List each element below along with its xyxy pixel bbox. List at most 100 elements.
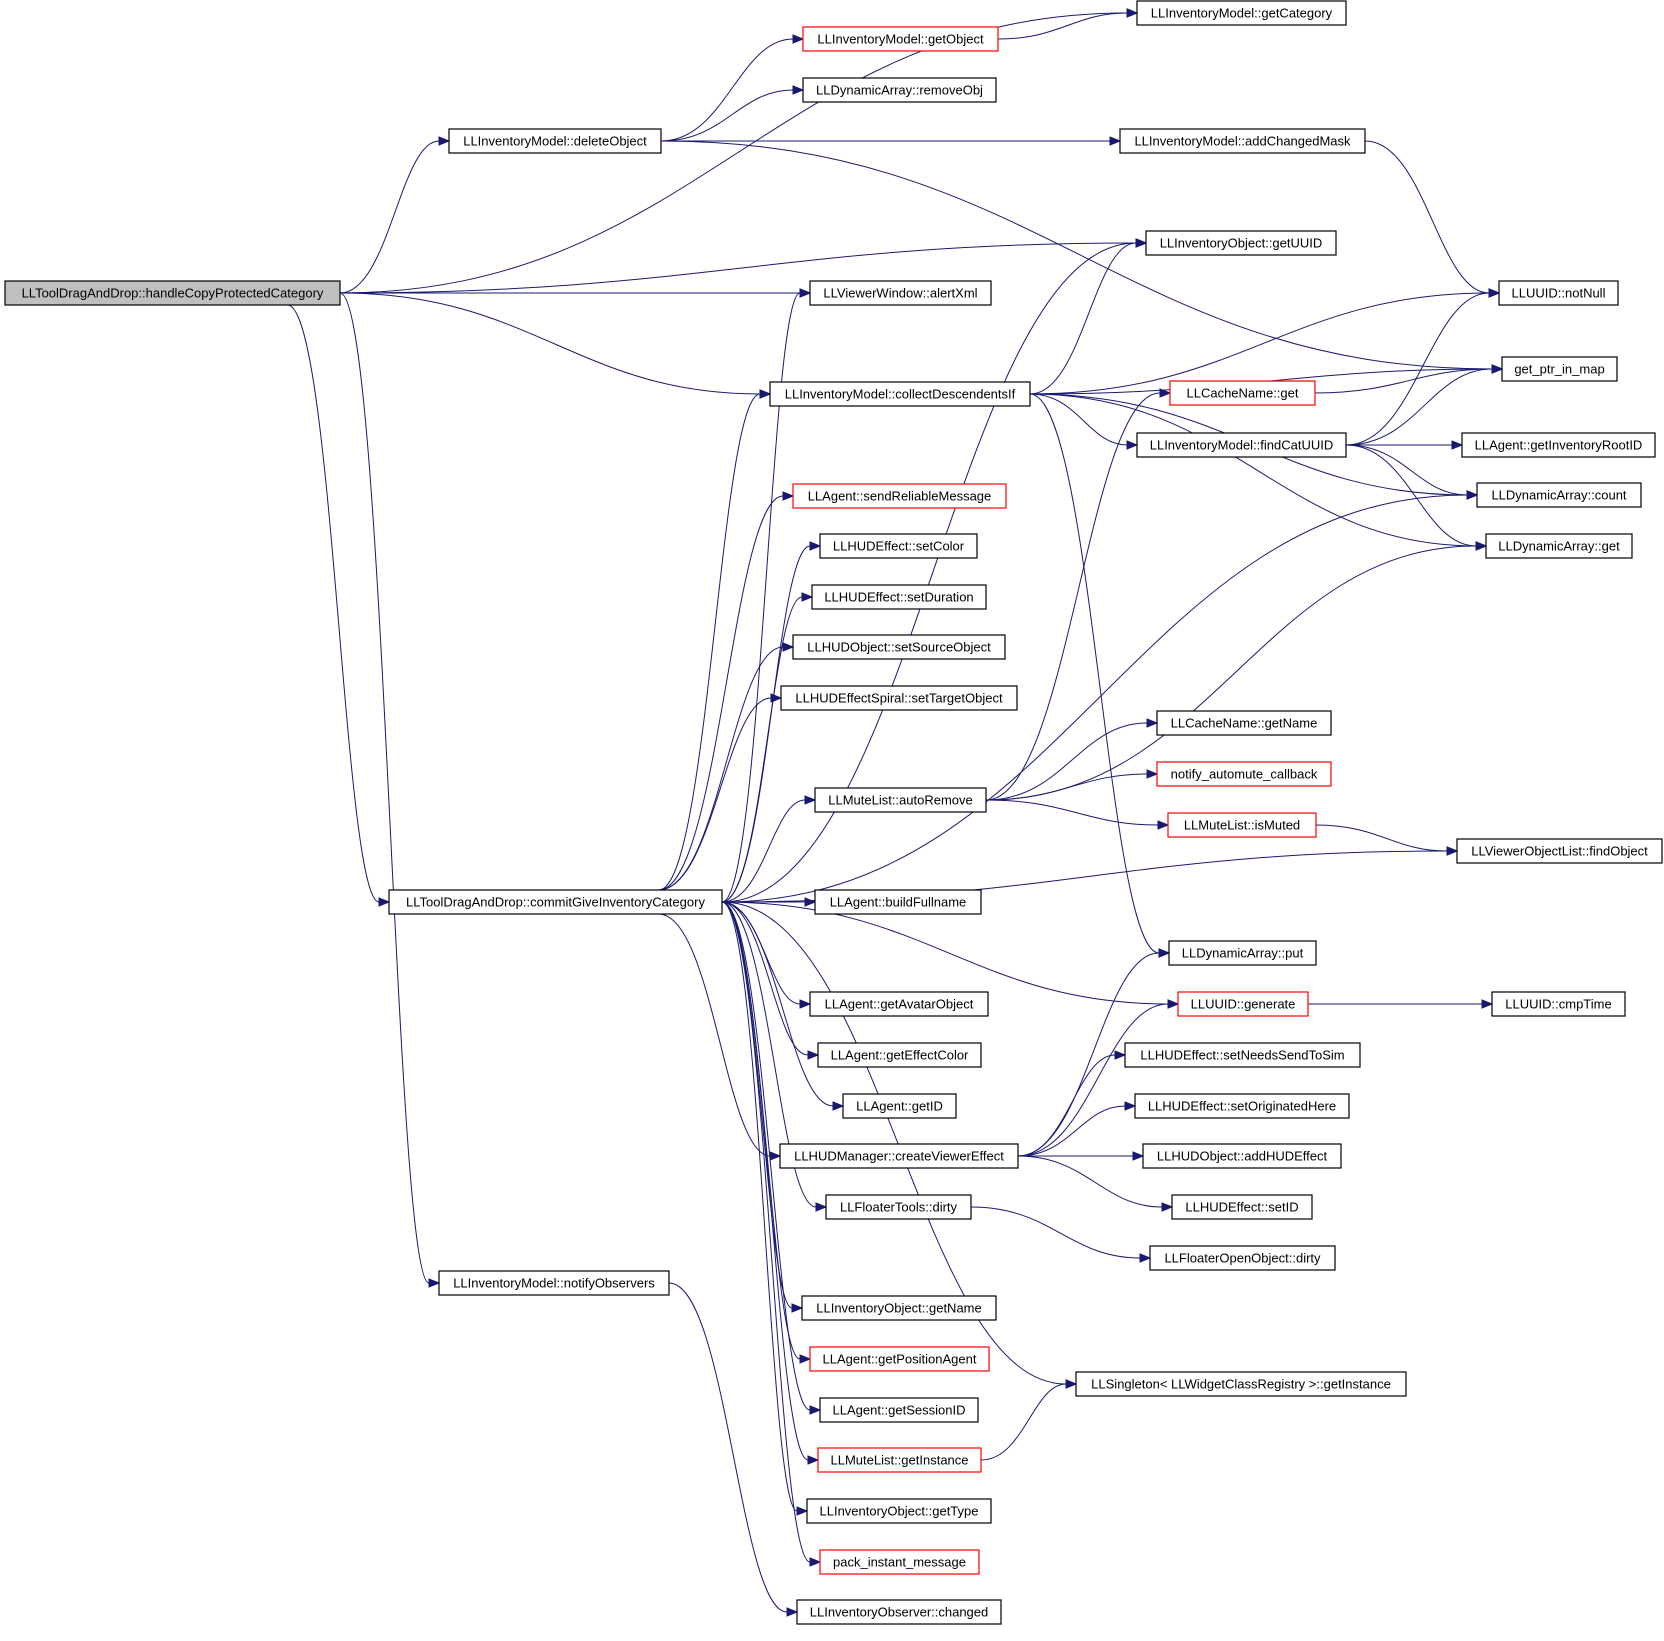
graph-node-getPositionAgent[interactable]: LLAgent::getPositionAgent bbox=[809, 1346, 990, 1372]
arrowhead-commitGive-to-collectDescendentsIf bbox=[759, 389, 772, 399]
node-label: LLAgent::getInventoryRootID bbox=[1475, 438, 1643, 453]
node-label: LLHUDEffect::setColor bbox=[833, 539, 965, 554]
graph-node-packInstantMessage[interactable]: pack_instant_message bbox=[819, 1549, 980, 1575]
node-label: LLUUID::cmpTime bbox=[1505, 997, 1611, 1012]
arrowhead-generate-to-cmpTime bbox=[1481, 999, 1494, 1009]
node-label: LLAgent::getSessionID bbox=[833, 1403, 966, 1418]
graph-node-getInventoryRootID[interactable]: LLAgent::getInventoryRootID bbox=[1461, 432, 1656, 458]
node-label: LLInventoryObject::getName bbox=[816, 1301, 981, 1316]
graph-node-setOriginatedHere[interactable]: LLHUDEffect::setOriginatedHere bbox=[1134, 1093, 1350, 1119]
graph-node-daGet[interactable]: LLDynamicArray::get bbox=[1485, 533, 1633, 559]
graph-node-collectDescendentsIf[interactable]: LLInventoryModel::collectDescendentsIf bbox=[769, 381, 1031, 407]
node-box bbox=[1456, 838, 1663, 864]
graph-node-findObject[interactable]: LLViewerObjectList::findObject bbox=[1456, 838, 1663, 864]
graph-node-daCount[interactable]: LLDynamicArray::count bbox=[1476, 482, 1642, 508]
graph-node-observerChanged[interactable]: LLInventoryObserver::changed bbox=[796, 1599, 1002, 1625]
arrowhead-findCatUUID-to-notNull bbox=[1488, 288, 1501, 298]
graph-node-getSessionID[interactable]: LLAgent::getSessionID bbox=[819, 1397, 979, 1423]
graph-node-muteGetInstance[interactable]: LLMuteList::getInstance bbox=[817, 1447, 982, 1473]
node-box bbox=[1501, 356, 1618, 382]
graph-node-setColor[interactable]: LLHUDEffect::setColor bbox=[819, 533, 978, 559]
graph-node-createViewerEffect[interactable]: LLHUDManager::createViewerEffect bbox=[779, 1143, 1019, 1169]
edge-collectDescendentsIf-to-notNull bbox=[1029, 292, 1490, 395]
edge-deleteObject-to-getPtrInMap bbox=[660, 140, 1493, 370]
edge-createViewerEffect-to-setOriginatedHere bbox=[1017, 1105, 1126, 1157]
graph-node-singletonGetInstance[interactable]: LLSingleton< LLWidgetClassRegistry >::ge… bbox=[1075, 1371, 1407, 1397]
graph-node-generate[interactable]: LLUUID::generate bbox=[1177, 991, 1309, 1017]
graph-node-setDuration[interactable]: LLHUDEffect::setDuration bbox=[811, 584, 987, 610]
edge-notifyObservers-to-observerChanged bbox=[668, 1282, 788, 1613]
arrowhead-createViewerEffect-to-daPut bbox=[1158, 948, 1171, 958]
graph-node-commitGive[interactable]: LLToolDragAndDrop::commitGiveInventoryCa… bbox=[388, 889, 723, 915]
graph-node-sendReliableMessage[interactable]: LLAgent::sendReliableMessage bbox=[792, 483, 1007, 509]
arrowhead-root-to-deleteObject bbox=[438, 136, 451, 146]
arrowhead-autoRemove-to-isMuted bbox=[1157, 820, 1170, 830]
graph-node-deleteObject[interactable]: LLInventoryModel::deleteObject bbox=[448, 128, 662, 154]
graph-node-notifyObservers[interactable]: LLInventoryModel::notifyObservers bbox=[438, 1270, 670, 1296]
node-label: LLAgent::sendReliableMessage bbox=[808, 489, 992, 504]
graph-node-setSourceObject[interactable]: LLHUDObject::setSourceObject bbox=[792, 634, 1006, 660]
graph-node-getEffectColor[interactable]: LLAgent::getEffectColor bbox=[817, 1042, 982, 1068]
node-box bbox=[1145, 230, 1337, 256]
arrowhead-commitGive-to-setColor bbox=[809, 541, 822, 551]
graph-node-agentGetID[interactable]: LLAgent::getID bbox=[842, 1093, 957, 1119]
graph-node-hudSetID[interactable]: LLHUDEffect::setID bbox=[1171, 1194, 1313, 1220]
edge-findCatUUID-to-getPtrInMap bbox=[1345, 368, 1493, 446]
node-label: LLFloaterTools::dirty bbox=[840, 1200, 958, 1215]
graph-node-getCategory[interactable]: LLInventoryModel::getCategory bbox=[1136, 0, 1347, 26]
graph-node-findCatUUID[interactable]: LLInventoryModel::findCatUUID bbox=[1136, 432, 1347, 458]
graph-node-getPtrInMap[interactable]: get_ptr_in_map bbox=[1501, 356, 1618, 382]
arrowhead-commitGive-to-sendReliableMessage bbox=[782, 491, 795, 501]
graph-node-cacheGet[interactable]: LLCacheName::get bbox=[1169, 380, 1316, 406]
node-box bbox=[809, 991, 989, 1017]
graph-node-invGetType[interactable]: LLInventoryObject::getType bbox=[806, 1498, 992, 1524]
graph-node-notifyAutomute[interactable]: notify_automute_callback bbox=[1156, 761, 1332, 787]
node-label: get_ptr_in_map bbox=[1514, 362, 1604, 377]
node-label: LLAgent::getAvatarObject bbox=[825, 997, 974, 1012]
graph-node-removeObj[interactable]: LLDynamicArray::removeObj bbox=[802, 77, 997, 103]
edge-root-to-commitGive bbox=[287, 304, 380, 903]
node-label: LLViewerWindow::alertXml bbox=[823, 286, 977, 301]
node-label: LLHUDObject::setSourceObject bbox=[807, 640, 991, 655]
graph-node-daPut[interactable]: LLDynamicArray::put bbox=[1168, 940, 1317, 966]
graph-node-getUUID[interactable]: LLInventoryObject::getUUID bbox=[1145, 230, 1337, 256]
node-box bbox=[4, 280, 341, 306]
edge-root-to-notifyObservers bbox=[339, 292, 430, 1284]
graph-node-isMuted[interactable]: LLMuteList::isMuted bbox=[1167, 812, 1317, 838]
graph-node-buildFullname[interactable]: LLAgent::buildFullname bbox=[814, 889, 982, 915]
graph-node-alertXml[interactable]: LLViewerWindow::alertXml bbox=[809, 280, 992, 306]
node-box bbox=[806, 1498, 992, 1524]
graph-node-floaterOpenObjectDirty[interactable]: LLFloaterOpenObject::dirty bbox=[1149, 1245, 1336, 1271]
node-box bbox=[1476, 482, 1642, 508]
node-label: LLSingleton< LLWidgetClassRegistry >::ge… bbox=[1091, 1377, 1391, 1392]
graph-node-getAvatarObject[interactable]: LLAgent::getAvatarObject bbox=[809, 991, 989, 1017]
node-box bbox=[1124, 1042, 1361, 1068]
arrowhead-commitGive-to-invGetType bbox=[796, 1506, 809, 1516]
graph-node-floaterToolsDirty[interactable]: LLFloaterTools::dirty bbox=[825, 1194, 972, 1220]
node-box bbox=[792, 634, 1006, 660]
arrowhead-commitGive-to-findObject bbox=[1446, 846, 1459, 856]
edge-addChangedMask-to-notNull bbox=[1364, 140, 1490, 294]
edge-autoRemove-to-cacheGet bbox=[985, 392, 1161, 801]
graph-node-cmpTime[interactable]: LLUUID::cmpTime bbox=[1491, 991, 1626, 1017]
arrowhead-commitGive-to-getAvatarObject bbox=[799, 999, 812, 1009]
graph-node-cacheGetName[interactable]: LLCacheName::getName bbox=[1156, 710, 1332, 736]
node-box bbox=[819, 1549, 980, 1575]
graph-node-setTargetObject[interactable]: LLHUDEffectSpiral::setTargetObject bbox=[780, 685, 1018, 711]
edge-commitGive-to-singletonGetInstance bbox=[721, 901, 1067, 1385]
graph-node-getObject[interactable]: LLInventoryModel::getObject bbox=[802, 26, 999, 52]
node-box bbox=[1171, 1194, 1313, 1220]
node-box bbox=[814, 787, 987, 813]
graph-node-autoRemove[interactable]: LLMuteList::autoRemove bbox=[814, 787, 987, 813]
node-box bbox=[801, 1295, 997, 1321]
graph-node-invGetName[interactable]: LLInventoryObject::getName bbox=[801, 1295, 997, 1321]
graph-node-setNeedsSendToSim[interactable]: LLHUDEffect::setNeedsSendToSim bbox=[1124, 1042, 1361, 1068]
edge-cacheGet-to-getPtrInMap bbox=[1314, 368, 1493, 394]
graph-node-addChangedMask[interactable]: LLInventoryModel::addChangedMask bbox=[1119, 128, 1366, 154]
graph-node-root[interactable]: LLToolDragAndDrop::handleCopyProtectedCa… bbox=[4, 280, 341, 306]
graph-node-addHUDEffect[interactable]: LLHUDObject::addHUDEffect bbox=[1142, 1143, 1342, 1169]
node-box bbox=[1136, 0, 1347, 26]
edge-commitGive-to-setSourceObject bbox=[658, 646, 784, 891]
edge-commitGive-to-setColor bbox=[721, 545, 811, 903]
graph-node-notNull[interactable]: LLUUID::notNull bbox=[1498, 280, 1619, 306]
